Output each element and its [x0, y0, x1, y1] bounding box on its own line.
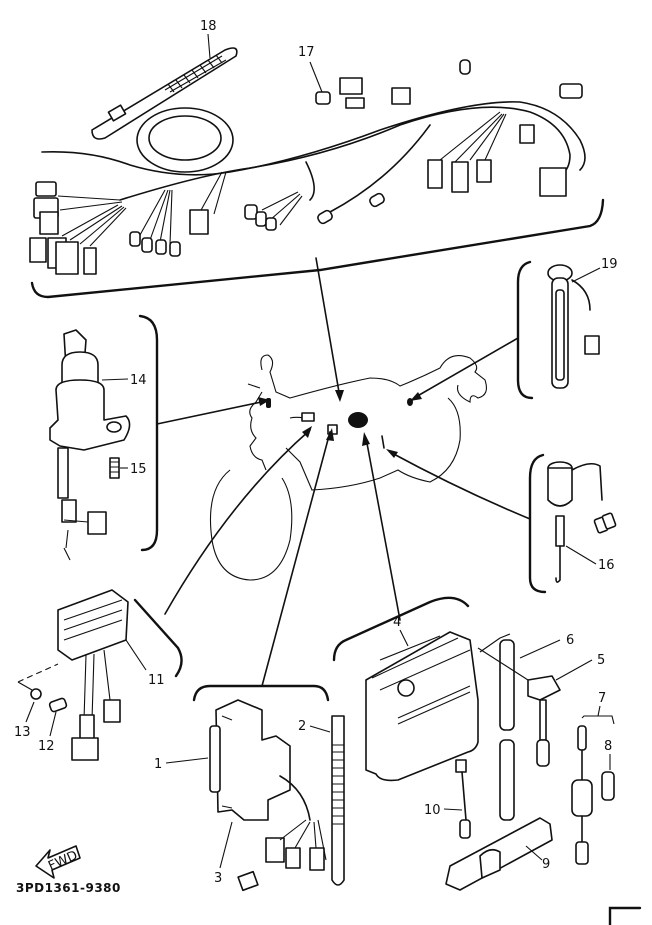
callout-1: 1 [154, 757, 162, 772]
svg-text:18: 18 [200, 19, 217, 34]
rectifier-group: 11 13 12 [14, 426, 312, 761]
screw-part [109, 457, 120, 479]
callout-5: 5 [597, 653, 605, 668]
svg-text:FWD: FWD [46, 848, 80, 874]
terminal-cover-part [477, 647, 561, 767]
starter-relay-group: 19 [410, 257, 618, 401]
fuse-part [601, 771, 615, 801]
cdi-unit-group: 1 2 3 [154, 428, 345, 892]
neutral-switch-part [547, 461, 617, 583]
callout-10: 10 [424, 803, 441, 818]
callout-14: 14 [130, 373, 147, 388]
corner-mark [608, 906, 642, 925]
wire-harness-group [29, 47, 605, 299]
callout-19: 19 [601, 257, 618, 272]
callout-15: 15 [130, 462, 147, 477]
motorcycle-outline [209, 354, 487, 581]
part-code: 3PD1361-9380 [16, 881, 121, 895]
callout-3: 3 [214, 871, 222, 886]
svg-text:17: 17 [298, 45, 315, 60]
battery-part [365, 631, 479, 782]
battery-group: 4 6 5 7 8 [332, 432, 615, 891]
callout-8: 8 [604, 739, 612, 754]
harness-bracket [30, 198, 605, 299]
breather-pipe-part [479, 633, 515, 821]
callout-11: 11 [148, 673, 165, 688]
neutral-switch-group: 16 [386, 449, 617, 594]
main-switch-group: 14 15 [49, 314, 270, 561]
callout-7: 7 [598, 691, 606, 706]
callout-18: 18 [200, 19, 217, 59]
cable-tie-part [331, 715, 345, 886]
battery-lead-part [455, 759, 471, 839]
callout-16: 16 [598, 558, 615, 573]
fuse-holder-part [571, 725, 593, 865]
harness-arrow [315, 257, 341, 399]
fwd-arrow-icon: FWD [35, 845, 81, 879]
callout-13: 13 [14, 725, 31, 740]
starter-relay-part [547, 264, 600, 389]
callout-9: 9 [542, 857, 550, 872]
callout-2: 2 [298, 719, 306, 734]
callout-12: 12 [38, 739, 55, 754]
callout-4: 4 [393, 615, 401, 630]
harness-band-part [91, 47, 238, 140]
rectifier-part [57, 589, 129, 761]
connector-bundle-left [29, 181, 127, 275]
callout-17: 17 [298, 45, 331, 105]
cdi-unit-part [209, 699, 327, 892]
callout-6: 6 [566, 633, 574, 648]
connector-bundle-right [317, 59, 583, 225]
main-switch-part [49, 329, 131, 561]
connector-bundle-center [129, 161, 315, 257]
battery-band-part [445, 817, 553, 891]
